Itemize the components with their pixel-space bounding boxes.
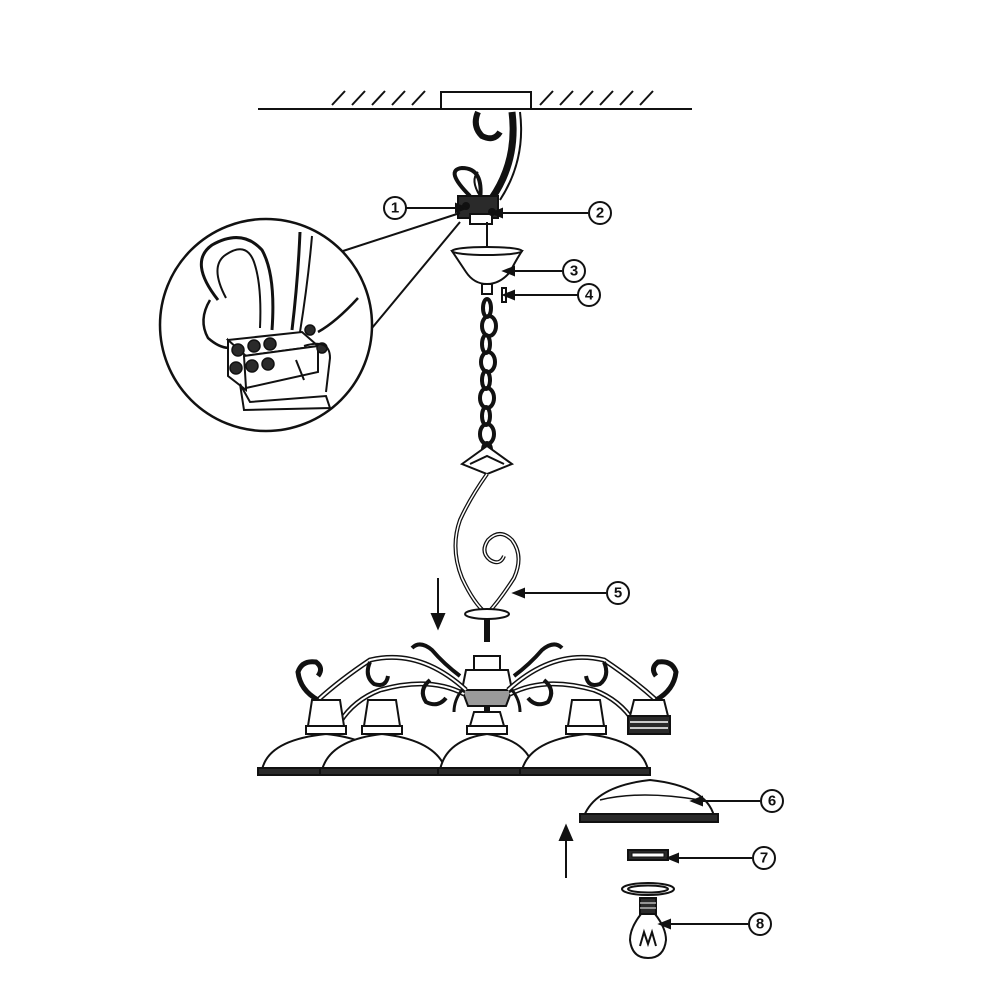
callout-2-label: 2 (596, 205, 604, 222)
callout-8: 8 (748, 912, 772, 936)
light-bulb (628, 897, 668, 960)
callout-8-label: 8 (756, 916, 764, 933)
leader-lines (406, 202, 760, 930)
fixture-body (295, 642, 679, 724)
callout-4: 4 (577, 283, 601, 307)
callout-6: 6 (760, 789, 784, 813)
detail-magnifier (158, 212, 461, 433)
terminal-block (457, 195, 499, 225)
arrow-down (430, 578, 446, 631)
ceiling-plate (440, 91, 532, 110)
arrow-up (558, 823, 574, 878)
chain (478, 297, 498, 459)
callout-3: 3 (562, 259, 586, 283)
glass-shade (579, 778, 719, 823)
callout-7: 7 (752, 846, 776, 870)
callout-5-label: 5 (614, 585, 622, 602)
callout-1-label: 1 (391, 200, 399, 217)
ceiling (258, 90, 692, 110)
canopy (450, 222, 524, 295)
callout-7-label: 7 (760, 850, 768, 867)
callout-5: 5 (606, 581, 630, 605)
callout-2: 2 (588, 201, 612, 225)
callout-3-label: 3 (570, 263, 578, 280)
callout-6-label: 6 (768, 793, 776, 810)
scroll-stem (453, 444, 521, 642)
ceiling-hook (452, 110, 523, 201)
shade-ring (621, 849, 675, 896)
callout-1: 1 (383, 196, 407, 220)
callout-4-label: 4 (585, 287, 594, 304)
fixture-shades (257, 699, 671, 776)
